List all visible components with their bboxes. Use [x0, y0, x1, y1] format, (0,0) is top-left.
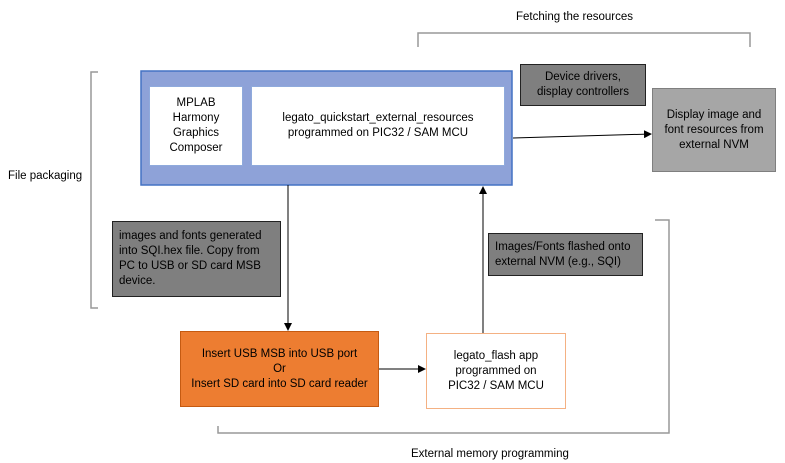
arrow-panel-to-display	[512, 130, 652, 139]
insert-usb-box: Insert USB MSB into USB port Or Insert S…	[180, 331, 379, 407]
file-packaging-bracket	[90, 71, 98, 309]
images-flashed-note: Images/Fonts flashed onto external NVM (…	[488, 233, 643, 276]
device-drivers-note: Device drivers, display controllers	[520, 64, 646, 106]
external-memory-label: External memory programming	[411, 448, 569, 460]
display-resources-box: Display image and font resources from ex…	[652, 88, 776, 172]
images-generated-note: images and fonts generated into SQI.hex …	[112, 221, 281, 297]
flash-app-box: legato_flash app programmed on PIC32 / S…	[426, 333, 566, 409]
mplab-harmony-box: MPLAB Harmony Graphics Composer	[149, 86, 243, 166]
file-packaging-label: File packaging	[8, 170, 83, 182]
fetching-bracket	[417, 32, 751, 47]
fetching-label: Fetching the resources	[516, 11, 633, 23]
quickstart-resources-box: legato_quickstart_external_resources pro…	[251, 86, 505, 166]
external-memory-bracket	[217, 219, 670, 434]
